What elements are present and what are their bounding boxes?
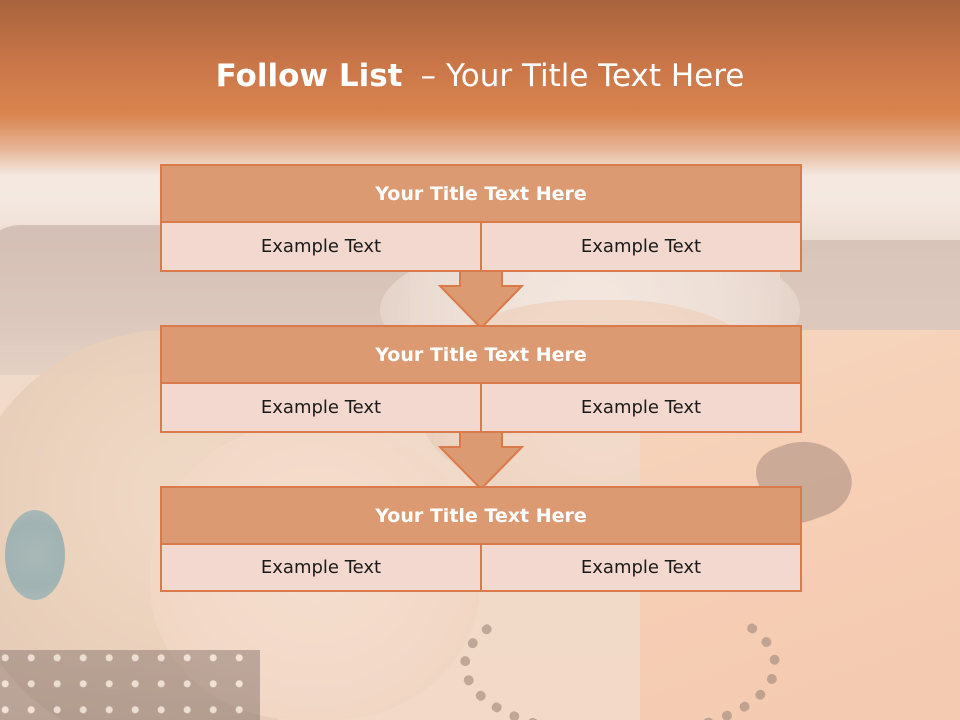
block-heading[interactable]: Your Title Text Here xyxy=(162,327,800,384)
block-cell-right[interactable]: Example Text xyxy=(480,545,800,590)
follow-block-2[interactable]: Your Title Text Here Example Text Exampl… xyxy=(160,325,802,433)
slide-title-dash: – xyxy=(420,58,436,94)
hair-flower-icon xyxy=(5,510,65,600)
follow-block-3[interactable]: Your Title Text Here Example Text Exampl… xyxy=(160,486,802,592)
slide-title[interactable]: Follow List–Your Title Text Here xyxy=(0,56,960,96)
background-dress xyxy=(0,650,260,720)
bead-necklace-icon xyxy=(460,590,780,720)
block-row: Example Text Example Text xyxy=(162,223,800,270)
block-row: Example Text Example Text xyxy=(162,545,800,590)
slide-title-rest: Your Title Text Here xyxy=(445,58,745,94)
block-heading[interactable]: Your Title Text Here xyxy=(162,166,800,223)
block-cell-left[interactable]: Example Text xyxy=(260,236,382,257)
follow-block-1[interactable]: Your Title Text Here Example Text Exampl… xyxy=(160,164,802,272)
block-row: Example Text Example Text xyxy=(162,384,800,431)
block-cell-left[interactable]: Example Text xyxy=(260,557,382,578)
down-arrow-icon xyxy=(438,431,524,491)
down-arrow-icon xyxy=(438,270,524,330)
block-cell-right[interactable]: Example Text xyxy=(480,384,800,431)
block-cell-left[interactable]: Example Text xyxy=(260,397,382,418)
slide-title-bold: Follow List xyxy=(215,58,403,94)
block-heading[interactable]: Your Title Text Here xyxy=(162,488,800,545)
header-band xyxy=(0,0,960,175)
block-cell-right[interactable]: Example Text xyxy=(480,223,800,270)
